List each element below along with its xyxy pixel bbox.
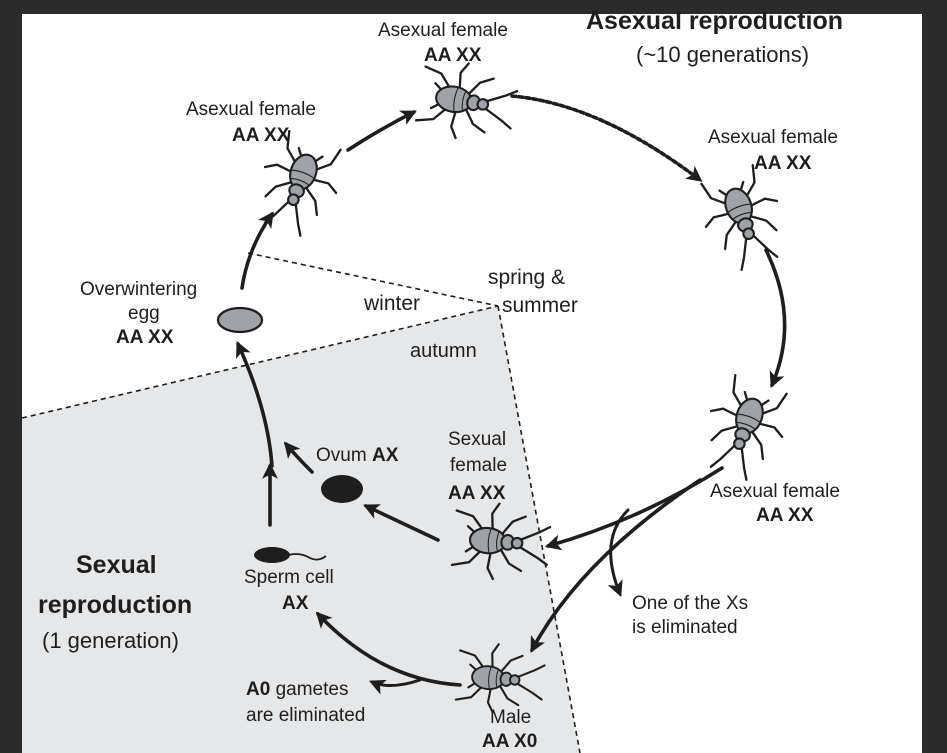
stage-right-label: Asexual female bbox=[708, 126, 838, 149]
stage-egg-label-line1: Overwintering bbox=[80, 278, 197, 301]
season-spring-summer-line1: spring & bbox=[488, 266, 565, 289]
stage-lower-right-label: Asexual female bbox=[710, 480, 840, 503]
stage-upper-left-label: Asexual female bbox=[186, 98, 316, 121]
asexual-reproduction-subtitle: (~10 generations) bbox=[636, 42, 809, 68]
ovum-icon bbox=[321, 475, 363, 503]
note-a0-gametes-bold: A0 bbox=[246, 679, 270, 700]
note-a0-gametes-line1: A0 gametes bbox=[246, 678, 348, 701]
stage-egg-label-line2: egg bbox=[128, 302, 160, 325]
asexual-reproduction-title: Asexual reproduction bbox=[586, 6, 843, 36]
stage-sperm-genotype: AX bbox=[282, 592, 308, 615]
stage-ovum: Ovum AX bbox=[316, 444, 398, 467]
stage-top-genotype: AA XX bbox=[424, 44, 481, 67]
egg-icon bbox=[218, 308, 262, 332]
stage-right-genotype: AA XX bbox=[754, 152, 811, 175]
sexual-reproduction-title-line1: Sexual bbox=[76, 550, 157, 580]
stage-sexual-female-label-line2: female bbox=[450, 454, 507, 477]
stage-male-label: Male bbox=[490, 706, 531, 729]
note-a0-gametes-rest: gametes bbox=[270, 679, 348, 700]
stage-ovum-label: Ovum bbox=[316, 445, 367, 466]
stage-top-label: Asexual female bbox=[378, 19, 508, 42]
stage-egg-genotype: AA XX bbox=[116, 326, 173, 349]
stage-sexual-female-genotype: AA XX bbox=[448, 482, 505, 505]
stage-male-genotype: AA X0 bbox=[482, 730, 537, 753]
stage-sexual-female-label-line1: Sexual bbox=[448, 428, 506, 451]
note-a0-gametes-line2: are eliminated bbox=[246, 704, 365, 727]
sexual-reproduction-subtitle: (1 generation) bbox=[42, 628, 179, 654]
stage-lower-right-genotype: AA XX bbox=[756, 504, 813, 527]
note-x-elimination-line2: is eliminated bbox=[632, 616, 738, 639]
season-spring-summer-line2: summer bbox=[502, 294, 578, 317]
season-autumn: autumn bbox=[410, 340, 477, 363]
note-x-elimination-line1: One of the Xs bbox=[632, 592, 748, 615]
sexual-reproduction-title-line2: reproduction bbox=[38, 590, 192, 620]
stage-upper-left-genotype: AA XX bbox=[232, 124, 289, 147]
season-winter: winter bbox=[364, 292, 420, 315]
stage-sperm-label: Sperm cell bbox=[244, 566, 334, 589]
stage-ovum-genotype: AX bbox=[372, 445, 398, 466]
